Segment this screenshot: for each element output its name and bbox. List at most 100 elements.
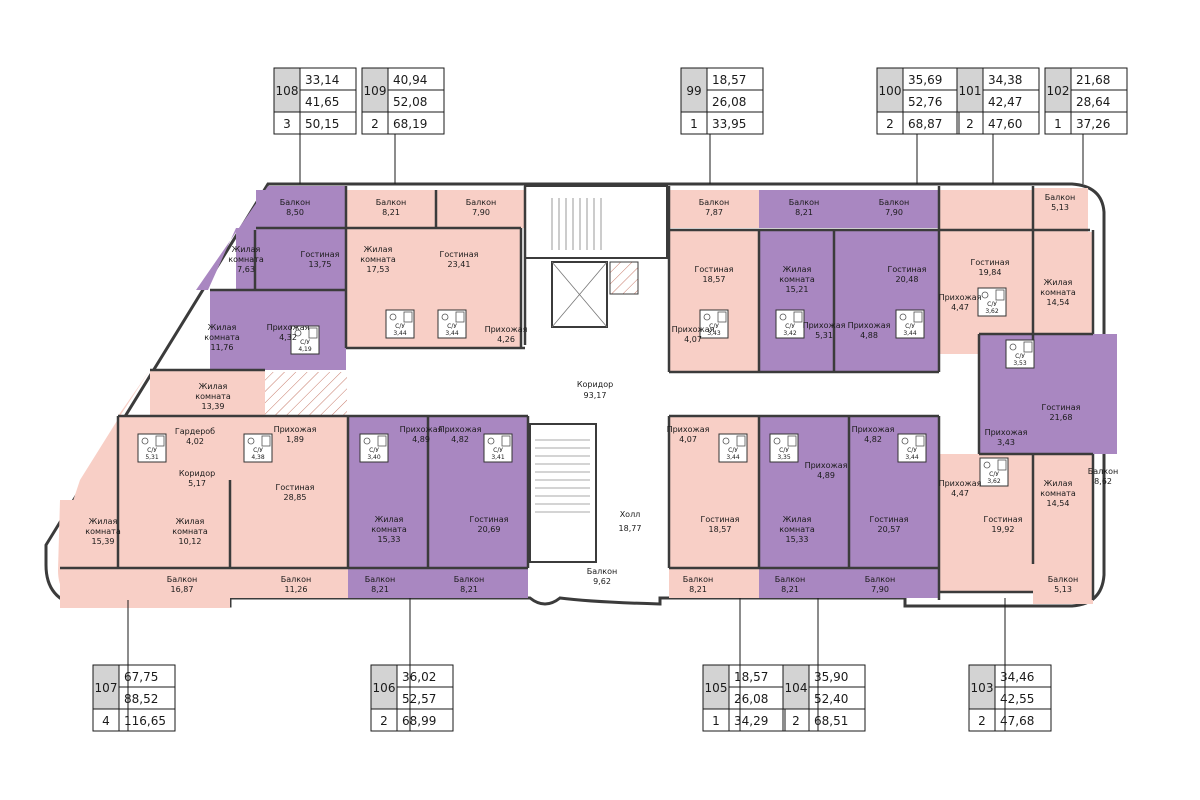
room-area: 4,32 <box>279 333 297 342</box>
toilet-icon <box>261 435 271 447</box>
toilet-icon <box>736 435 746 447</box>
room-area: 13,75 <box>309 260 332 269</box>
room-name: комната <box>360 255 396 264</box>
room-area: 4,02 <box>186 437 204 446</box>
legend-id-cell <box>362 68 388 112</box>
bathroom-name: С/У <box>779 447 789 454</box>
room-area: 5,31 <box>815 331 833 340</box>
bathroom-name: С/У <box>253 447 263 454</box>
room-area: 20,69 <box>478 525 501 534</box>
toilet-icon <box>403 311 413 323</box>
full-area: 33,95 <box>712 117 746 131</box>
room-name: Прихожая <box>485 325 528 334</box>
room-area: 7,63 <box>237 265 255 274</box>
apartment-number: 101 <box>959 84 982 98</box>
room-count: 2 <box>966 117 974 131</box>
toilet-icon <box>377 435 387 447</box>
sink-icon <box>773 437 781 445</box>
bathroom-area: 5,31 <box>145 454 159 461</box>
stair-block-lower <box>529 423 597 563</box>
room-name: Балкон <box>775 575 805 584</box>
room-fill <box>436 190 526 228</box>
room-name: Гостиная <box>984 515 1023 524</box>
room-fill <box>979 334 1093 454</box>
room-area: 4,47 <box>951 489 969 498</box>
room-area: 14,54 <box>1047 499 1070 508</box>
legend-border <box>92 664 176 732</box>
full-area: 50,15 <box>305 117 339 131</box>
room-fill <box>256 190 346 230</box>
room-fill <box>759 568 849 598</box>
sink-icon <box>779 313 787 321</box>
bathroom-area: 3,62 <box>985 308 999 315</box>
legend-border <box>361 67 445 135</box>
legend-id-cell <box>274 68 300 112</box>
sink-icon <box>703 313 711 321</box>
sink-icon <box>1009 343 1017 351</box>
room-area: 3,43 <box>997 438 1015 447</box>
room-area: 4,07 <box>679 435 697 444</box>
room-area: 8,21 <box>795 208 813 217</box>
corridor-area: 93,17 <box>584 391 607 400</box>
sink-icon <box>722 437 730 445</box>
bathroom-area: 3,44 <box>445 330 459 337</box>
room-area: 4,07 <box>684 335 702 344</box>
bathroom-area: 3,44 <box>903 330 917 337</box>
room-name: Гостиная <box>695 265 734 274</box>
room-name: Прихожая <box>805 461 848 470</box>
sink-icon <box>901 437 909 445</box>
full-area: 68,51 <box>814 714 848 728</box>
room-area: 4,82 <box>864 435 882 444</box>
room-area: 15,21 <box>786 285 809 294</box>
room-count: 2 <box>886 117 894 131</box>
legend-border <box>956 67 1040 135</box>
full-area: 34,29 <box>734 714 768 728</box>
toilet-icon <box>793 311 803 323</box>
living-area: 35,90 <box>814 670 848 684</box>
room-area: 14,54 <box>1047 298 1070 307</box>
toilet-icon <box>501 435 511 447</box>
room-name: комната <box>204 333 240 342</box>
room-fill <box>759 230 834 372</box>
room-name: Гостиная <box>440 250 479 259</box>
living-area: 34,46 <box>1000 670 1034 684</box>
bathroom-area: 3,42 <box>783 330 797 337</box>
bathroom-name: С/У <box>785 323 795 330</box>
room-name: Гостиная <box>301 250 340 259</box>
room-name: Балкон <box>1048 575 1078 584</box>
room-name: Жилая <box>208 323 237 332</box>
apartment-number: 100 <box>879 84 902 98</box>
living-area: 33,14 <box>305 73 339 87</box>
room-fill <box>1033 564 1093 604</box>
room-fill <box>530 568 658 596</box>
bathroom-name: С/У <box>395 323 405 330</box>
room-area: 8,21 <box>781 585 799 594</box>
bathroom-area: 3,40 <box>367 454 381 461</box>
room-area: 8,21 <box>689 585 707 594</box>
room-area: 13,39 <box>202 402 225 411</box>
full-area: 68,99 <box>402 714 436 728</box>
room-area: 5,13 <box>1054 585 1072 594</box>
room-name: Жилая <box>199 382 228 391</box>
total-area: 52,57 <box>402 692 436 706</box>
full-area: 68,19 <box>393 117 427 131</box>
room-fill <box>1033 454 1093 564</box>
room-name: Прихожая <box>400 425 443 434</box>
bathroom-name: С/У <box>905 323 915 330</box>
toilet-icon <box>155 435 165 447</box>
bathroom-name: С/У <box>369 447 379 454</box>
room-area: 4,82 <box>451 435 469 444</box>
total-area: 88,52 <box>124 692 158 706</box>
toilet-icon <box>308 327 318 339</box>
legend-id-cell <box>957 68 983 112</box>
room-area: 1,89 <box>286 435 304 444</box>
hatched-void <box>265 372 347 416</box>
toilet-icon <box>995 289 1005 301</box>
room-name: Прихожая <box>667 425 710 434</box>
legend-id-cell <box>371 665 397 709</box>
room-fill <box>849 568 939 598</box>
